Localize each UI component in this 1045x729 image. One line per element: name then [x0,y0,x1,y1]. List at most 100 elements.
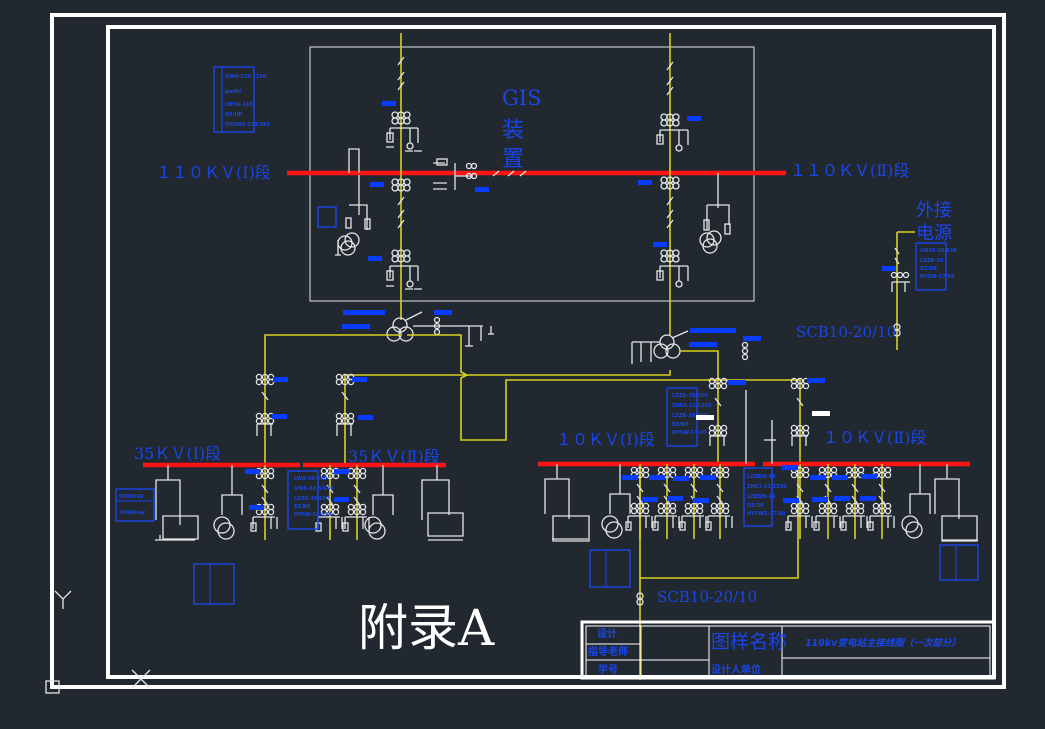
svg-text:LZZB-10/300: LZZB-10/300 [672,413,708,419]
drawing-title: 110kv变电站主接线图（一次部分） [805,637,961,649]
advisor-label: 指导老师 [588,645,628,658]
pt-bay-110kv-1[interactable] [335,148,371,256]
ct-coil-icon [690,471,698,479]
incoming-line-2[interactable] [656,33,689,335]
svg-text:LZZB-10/300: LZZB-10/300 [672,393,708,399]
equipment-tag [358,415,373,420]
bus-coupler-110kv[interactable] [433,158,527,190]
branch [709,435,726,446]
switch-icon [261,484,269,506]
annotation-35kv-cap: 6000kVA 3000kvar [115,488,155,522]
gis-label-3: 置 [502,147,524,172]
ct-coil-icon [326,508,334,516]
switch-icon [353,484,361,506]
ct-coil-icon [716,471,724,479]
arrester-icon [867,521,874,531]
equipment-tag [368,256,382,261]
svg-text:GN19-10/630: GN19-10/630 [920,248,957,254]
external-power-equipment[interactable] [890,247,911,337]
svg-text:LW8-35/630: LW8-35/630 [294,476,328,482]
ct-coil-icon [255,378,263,386]
ct-coil-icon [790,471,798,479]
ct-coil-icon [630,507,638,515]
equipment-tag [743,336,761,341]
annotation-35kv-arrester [193,563,235,605]
feeder-35kv-2-link [344,370,671,465]
ct-coil-icon [684,507,692,515]
incoming-line-1[interactable] [386,33,422,320]
annotation-10kv-mid: LZZBJ9-10 ZN63-12/1250 LZZBJ9-10 DZ/DF H… [743,467,787,527]
annotation-external-power: GN19-10/630 LZZB-10 DZ/DF HY5W-17/45 [915,242,957,291]
ct-coil-icon [636,507,644,515]
arrester-icon [785,521,792,531]
capacitor-bank-10kv-2[interactable] [934,464,978,542]
ct-coil-icon [267,508,275,516]
busbar-label-110kv-1: １１０ＫＶ(Ⅰ)段 [156,163,271,182]
ct-coil-icon [642,471,650,479]
arrester-icon [840,521,847,531]
capacitor-bank-10kv-1[interactable] [544,464,590,542]
gis-label-2: 装 [502,118,524,143]
ct-coil-icon [830,507,838,515]
equipment-tag [638,180,652,185]
equipment-tag [700,475,716,480]
ct-coil-icon [708,382,716,390]
annotation-small-pt [317,206,337,228]
ct-coil-icon [872,507,880,515]
station-transformer-2[interactable] [636,592,644,606]
ct-coil-icon [790,382,798,390]
feeder-10kv-1-link [680,350,719,465]
svg-text:HY5WS-17/50: HY5WS-17/50 [747,511,786,517]
equipment-tag [382,101,396,106]
equipment-tag [693,498,709,503]
pt-icon [368,522,386,540]
drawing-border [50,13,1006,689]
arrester-icon [813,521,820,531]
white-tag-2 [812,411,830,416]
station-tx-feed-2 [640,465,799,579]
equipment-tag [834,496,850,501]
capacitor-bank-35kv-1[interactable] [155,465,199,541]
student-id-label: 学号 [598,663,618,676]
capacitor-bank-35kv-2[interactable] [421,465,464,541]
feeder-35kv-1-link [264,334,401,465]
tie-link-10kv-2 [407,334,801,465]
svg-text:LZZBJ9-10: LZZBJ9-10 [747,474,776,480]
ct-coil-icon [857,507,865,515]
external-power-label-1: 外接 [916,200,952,221]
equipment-tag [245,469,260,474]
appendix-label: 附录A [358,599,495,657]
switch-icon [878,483,886,505]
main-transformer-2[interactable] [631,330,749,364]
pt-bay [609,464,631,514]
busbar-label-110kv-2: １１０ＫＶ(Ⅱ)段 [790,161,909,180]
equipment-tag [273,377,288,382]
svg-text:LW30-110: LW30-110 [225,102,253,108]
equipment-tag [673,476,689,481]
svg-text:GW5-40.5/630: GW5-40.5/630 [294,486,334,492]
ct-coil-icon [796,471,804,479]
ucs-origin-icon [45,680,60,694]
ct-coil-icon [818,507,826,515]
ct-coil-icon [710,507,718,515]
pt-icon [213,516,231,534]
station-transformer-label-2: SCB10-20/10 [657,588,757,606]
arrester-icon [250,522,257,532]
main-transformer-1[interactable] [386,311,494,347]
equipment-tag [249,505,264,510]
switch-icon [636,483,644,505]
pt-icon [601,515,619,533]
ct-coil-icon [320,472,328,480]
svg-text:DZ/DF: DZ/DF [747,503,764,509]
ct-coil-icon [802,471,810,479]
switch-icon [716,483,724,505]
equipment-tag [653,242,667,247]
equipment-tag [342,324,370,329]
outer-frame [50,13,1006,689]
equipment-tag [622,475,638,480]
title-block: 设计 指导老师 学号 图样名称 设计人单位 110kv变电站主接线图（一次部分） [580,620,996,680]
switch-icon [851,483,859,505]
equipment-tag [689,342,717,347]
pt-bay-110kv-2[interactable] [699,173,731,254]
